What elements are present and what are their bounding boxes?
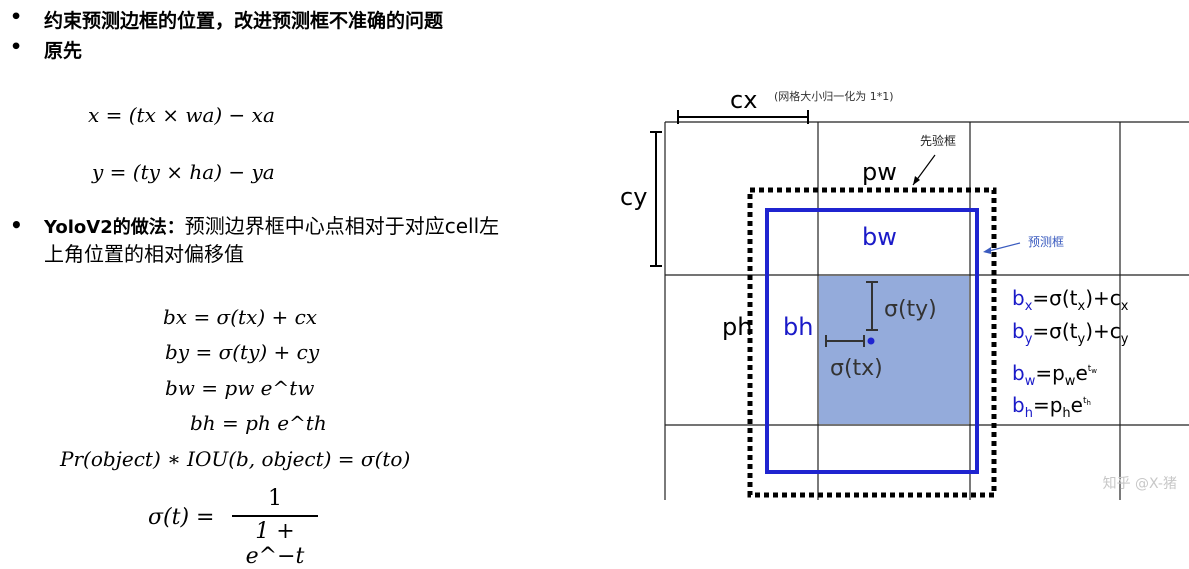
offset-region bbox=[819, 276, 969, 424]
equation-by: by = σ(ty) + cy bbox=[165, 340, 320, 364]
formula-bw: bw=pwetw bbox=[1012, 361, 1097, 389]
anchor-arrowhead bbox=[913, 176, 920, 185]
yolov2-bullet: • YoloV2的做法：预测边界框中心点相对于对应cell左 上角位置的相对偏移… bbox=[10, 213, 499, 267]
sigma-ty-marker bbox=[866, 281, 878, 331]
bullet-text: 原先 bbox=[44, 40, 83, 62]
equation-x-original: x = (tx × wa) − xa bbox=[88, 103, 275, 127]
bh-label: bh bbox=[783, 313, 813, 341]
pred-arrowhead bbox=[983, 247, 991, 254]
equation-bw: bw = pw e^tw bbox=[165, 376, 315, 400]
sigmoid-numerator: 1 bbox=[268, 486, 282, 511]
bullet-constraint: • 约束预测边框的位置，改进预测框不准确的问题 bbox=[10, 6, 443, 33]
bullet-dot: • bbox=[10, 36, 23, 58]
bullet-original: • 原先 bbox=[10, 36, 82, 63]
cy-label: cy bbox=[620, 183, 647, 211]
yolov2-description-line2: 上角位置的相对偏移值 bbox=[44, 242, 244, 266]
formula-bh: bh=pheth bbox=[1012, 393, 1091, 421]
equation-bx: bx = σ(tx) + cx bbox=[163, 305, 318, 329]
center-point bbox=[867, 337, 875, 345]
sigma-tx-label: σ(tx) bbox=[830, 356, 883, 381]
anchor-label: 先验框 bbox=[920, 133, 956, 148]
bullet-text: 约束预测边框的位置，改进预测框不准确的问题 bbox=[44, 10, 444, 32]
pw-label: pw bbox=[862, 158, 897, 186]
bullet-dot: • bbox=[10, 6, 23, 28]
equation-y-original: y = (ty × ha) − ya bbox=[92, 160, 275, 184]
sigmoid-lhs: σ(t) = bbox=[148, 505, 215, 530]
formula-by: by=σ(ty)+cy bbox=[1012, 319, 1129, 347]
cx-note: (网格大小归一化为 1*1) bbox=[774, 89, 894, 103]
cy-bracket bbox=[650, 131, 662, 267]
yolov2-title: YoloV2的做法： bbox=[44, 217, 185, 238]
yolov2-description-line1: 预测边界框中心点相对于对应cell左 bbox=[184, 214, 500, 238]
pred-label: 预测框 bbox=[1028, 235, 1064, 249]
diagram-formulas: bx=σ(tx)+cx by=σ(ty)+cy bw=pwetw bh=phet… bbox=[1012, 286, 1129, 421]
anchor-box-diagram: cx (网格大小归一化为 1*1) cy 先验框 预测框 pw ph bw bh… bbox=[620, 86, 1189, 500]
cx-bracket bbox=[677, 110, 809, 124]
bw-label: bw bbox=[862, 223, 897, 251]
bullet-dot: • bbox=[10, 213, 23, 237]
sigma-tx-marker bbox=[825, 335, 865, 347]
predicted-box bbox=[765, 208, 979, 474]
watermark: 知乎 @X-猪 bbox=[1102, 476, 1177, 492]
cx-label: cx bbox=[730, 86, 757, 114]
fraction-bar bbox=[232, 515, 318, 517]
ph-label: ph bbox=[722, 313, 752, 341]
sigma-ty-label: σ(ty) bbox=[884, 297, 937, 322]
formula-bx: bx=σ(tx)+cx bbox=[1012, 286, 1129, 314]
anchor-box bbox=[747, 187, 997, 498]
equation-bh: bh = ph e^th bbox=[190, 411, 327, 435]
equation-pr-iou: Pr(object) ∗ IOU(b, object) = σ(to) bbox=[60, 447, 411, 471]
